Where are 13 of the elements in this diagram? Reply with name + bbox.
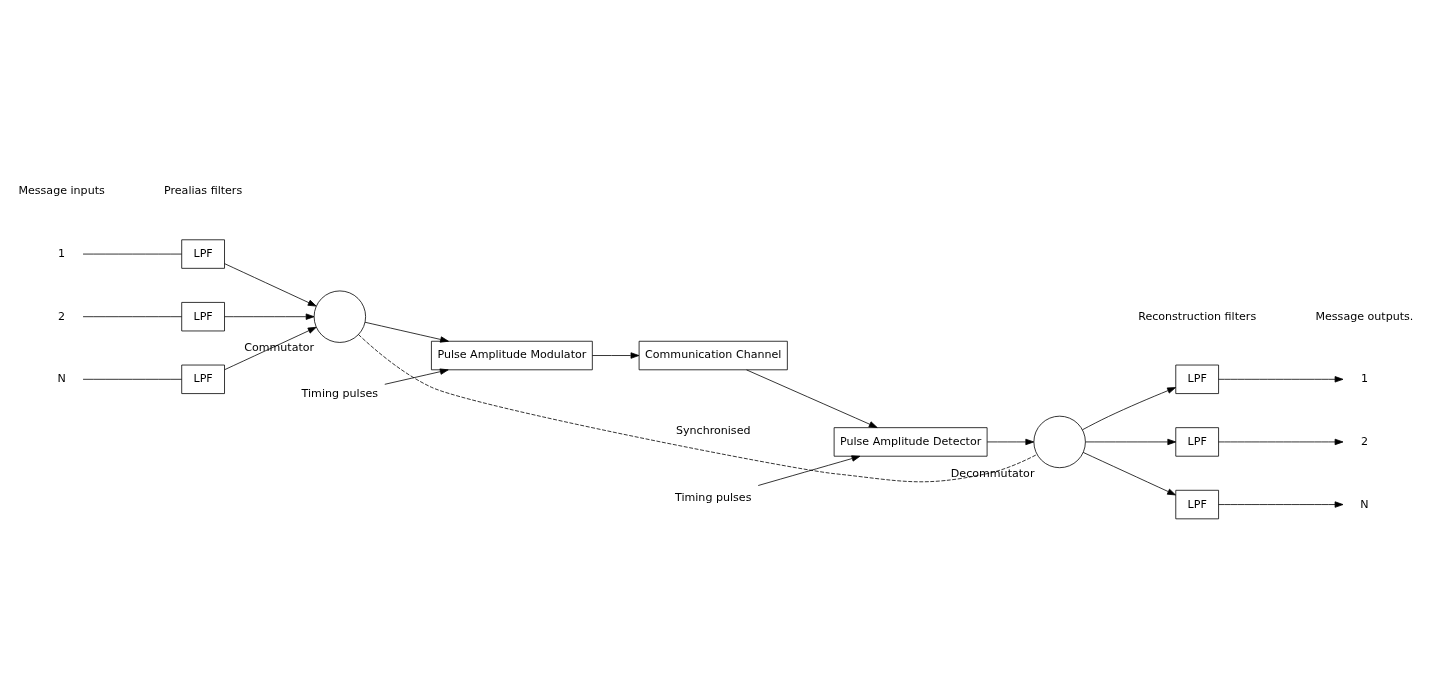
edge-label: Synchronised <box>675 424 751 438</box>
label: Message inputs <box>18 184 105 198</box>
node-text: 1 <box>1360 372 1368 386</box>
node-text: Timing pulses <box>301 387 379 401</box>
label: Message outputs. <box>1315 309 1414 323</box>
label: Prealias filters <box>164 184 243 198</box>
label: Reconstruction filters <box>1138 309 1257 323</box>
node-text: 1 <box>58 247 66 260</box>
node-text: 2 <box>1360 434 1368 448</box>
node-text: 2 <box>58 309 66 323</box>
node-text: N <box>1360 497 1369 511</box>
node-text: N <box>57 372 66 386</box>
node-text: Timing pulses <box>675 491 752 505</box>
